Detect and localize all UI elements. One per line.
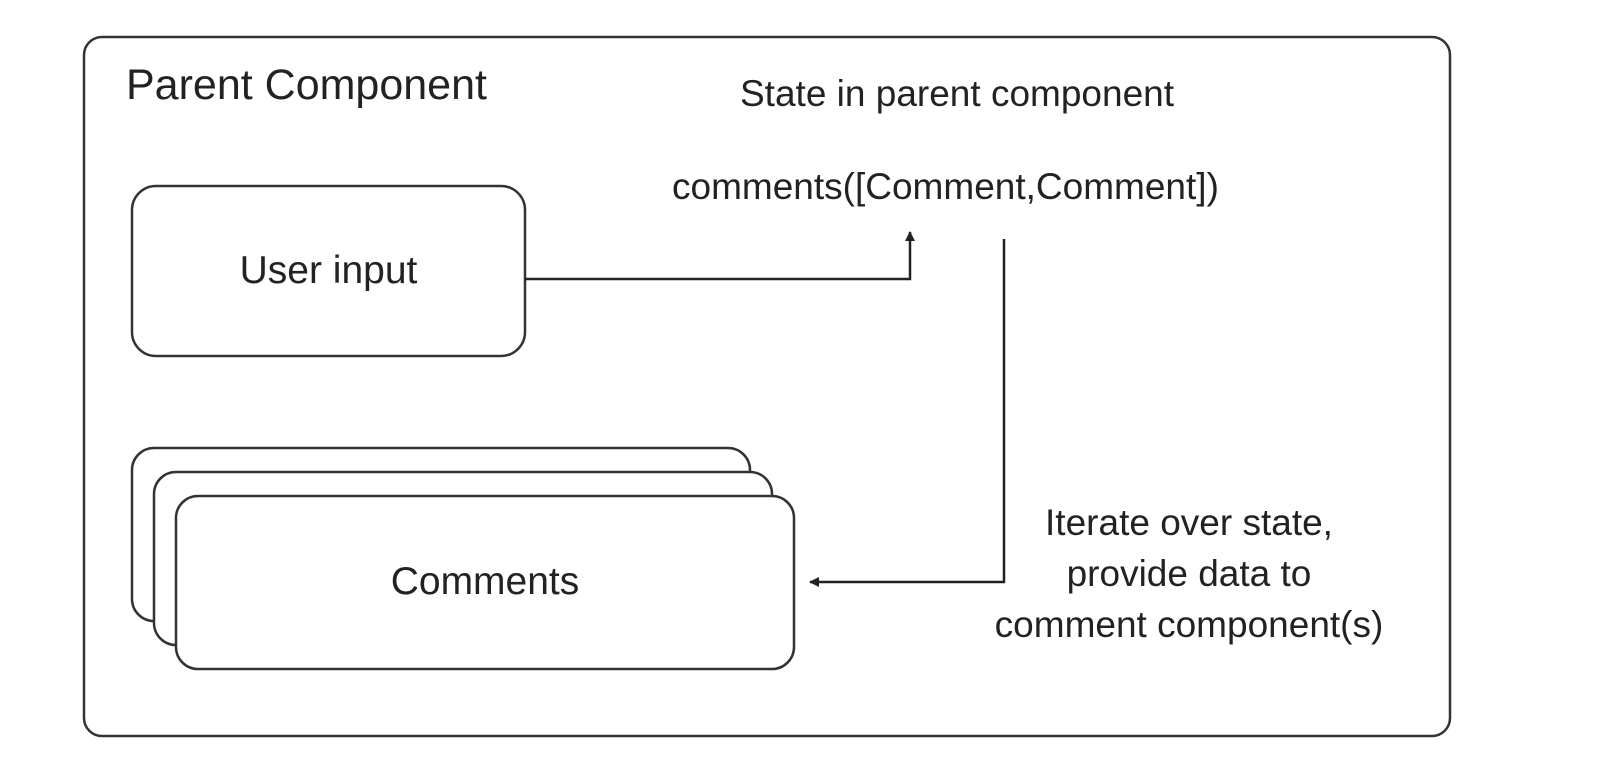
iterate-note: Iterate over state, provide data to comm… [952,497,1426,650]
state-expression: comments([Comment,Comment]) [672,166,1219,207]
comments-label: Comments [390,560,580,604]
user-input-box [130,184,527,358]
iterate-note-line: comment component(s) [994,604,1384,645]
arrow-user-input-to-state [525,231,915,281]
parent-component-title: Parent Component [126,61,487,109]
user-input-label: User input [239,248,418,292]
comment-card-front [174,494,796,671]
state-title: State in parent component [740,73,1175,114]
arrow-state-to-comments [809,239,1006,587]
iterate-note-line: provide data to [1066,553,1312,594]
iterate-note-line: Iterate over state, [1045,502,1333,543]
